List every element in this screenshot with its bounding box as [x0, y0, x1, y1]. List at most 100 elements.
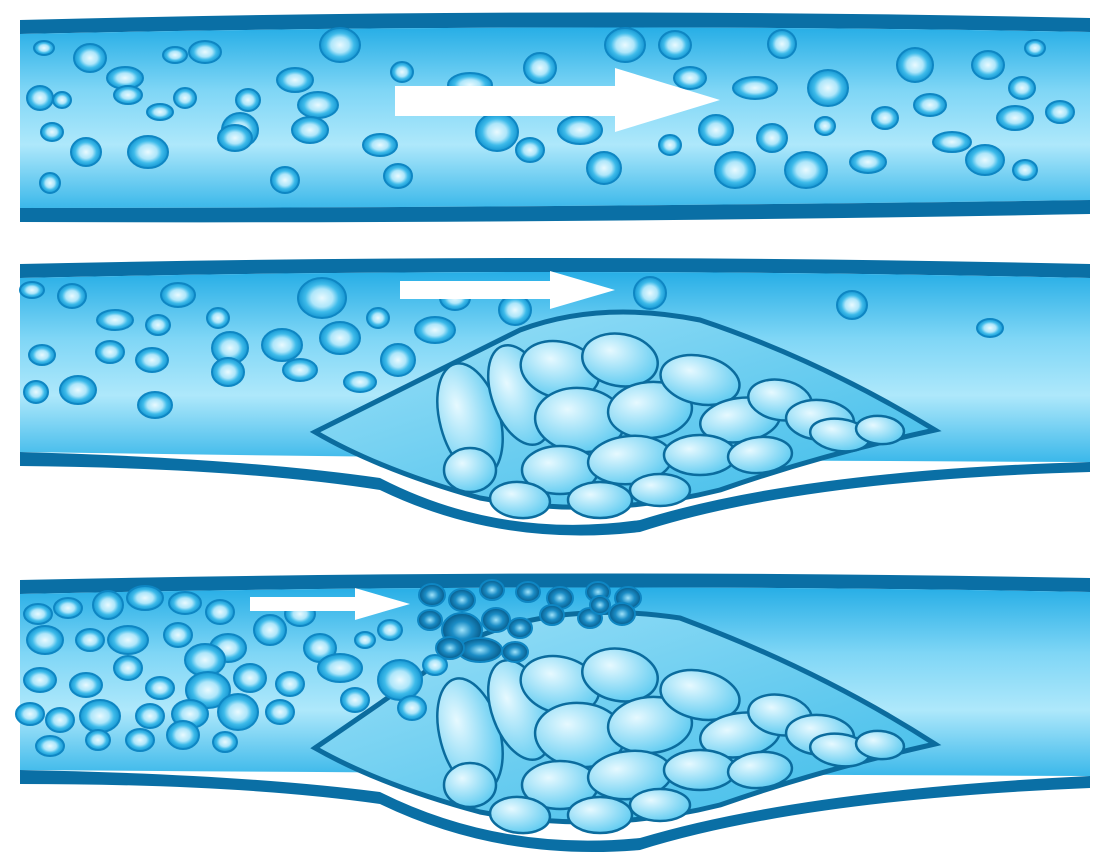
blood-cell: [415, 317, 455, 343]
panel-vessel-with-plaque: [20, 258, 1090, 535]
blood-cell: [292, 117, 328, 143]
blood-cell: [24, 604, 52, 624]
clot-cell: [482, 608, 510, 632]
panel-healthy-vessel: [20, 12, 1090, 222]
plaque-cell: [444, 448, 496, 492]
clot-cell: [418, 610, 442, 630]
blood-cell: [378, 660, 422, 700]
blood-cell: [266, 700, 294, 724]
clot-cell: [480, 580, 504, 600]
blood-cell: [189, 41, 221, 63]
blood-cell: [36, 736, 64, 756]
blood-cell: [34, 41, 54, 55]
blood-cell: [298, 92, 338, 118]
plaque-cell: [664, 750, 736, 790]
blood-cell: [378, 620, 402, 640]
blood-cell: [71, 138, 101, 166]
blood-cell: [320, 28, 360, 62]
blood-cell: [355, 632, 375, 648]
blood-cell: [674, 67, 706, 89]
blood-cell: [27, 86, 53, 110]
blood-cell: [850, 151, 886, 173]
blood-cell: [212, 358, 244, 386]
blood-cell: [169, 592, 201, 614]
blood-cell: [381, 344, 415, 376]
blood-cell: [128, 136, 168, 168]
blood-cell: [163, 47, 187, 63]
blood-cell: [320, 322, 360, 354]
panel-vessel-with-clot: [16, 573, 1090, 852]
blood-cell: [114, 656, 142, 680]
blood-cell: [46, 708, 74, 732]
blood-cell: [715, 152, 755, 188]
clot-cell: [516, 582, 540, 602]
blood-cell: [262, 329, 302, 361]
clot-cell: [449, 589, 475, 611]
blood-cell: [234, 664, 266, 692]
blood-cell: [277, 68, 313, 92]
blood-cell: [785, 152, 827, 188]
blood-cell: [254, 615, 286, 645]
blood-cell: [768, 30, 796, 58]
blood-cell: [74, 44, 106, 72]
blood-cell: [93, 591, 123, 619]
blood-cell: [384, 164, 412, 188]
blood-cell: [16, 703, 44, 725]
plaque-cell: [568, 482, 632, 518]
blood-cell: [605, 28, 645, 62]
blood-cell: [897, 48, 933, 82]
blood-cell: [114, 86, 142, 104]
blood-cell: [872, 107, 898, 129]
clot-cell: [436, 637, 464, 659]
blood-cell: [161, 283, 195, 307]
blood-cell: [933, 132, 971, 152]
blood-cell: [524, 53, 556, 83]
plaque-cell: [444, 763, 496, 807]
blood-cell: [1013, 160, 1037, 180]
blood-cell: [914, 94, 946, 116]
plaque-cell: [568, 797, 632, 833]
blood-cell: [147, 104, 173, 120]
blood-cell: [476, 113, 518, 151]
plaque-cell: [664, 435, 736, 475]
clot-cell: [540, 605, 564, 625]
blood-cell: [344, 372, 376, 392]
blood-cell: [136, 348, 168, 372]
blood-cell: [1009, 77, 1035, 99]
blood-cell: [76, 629, 104, 651]
plaque-cell: [630, 789, 690, 821]
blood-cell: [363, 134, 397, 156]
blood-cell: [659, 31, 691, 59]
blood-cell: [174, 88, 196, 108]
blood-cell: [97, 310, 133, 330]
blood-cell: [108, 626, 148, 654]
blood-cell: [146, 677, 174, 699]
blood-cell: [207, 308, 229, 328]
blood-cell: [218, 125, 252, 151]
blood-cell: [70, 673, 102, 697]
blood-cell: [966, 145, 1004, 175]
blood-cell: [837, 291, 867, 319]
clot-cell: [502, 642, 528, 662]
clot-cell: [508, 618, 532, 638]
blood-cell: [126, 729, 154, 751]
blood-cell: [398, 696, 426, 720]
blood-cell: [318, 654, 362, 682]
blood-cell: [40, 173, 60, 193]
blood-cell: [54, 598, 82, 618]
clot-cell: [419, 584, 445, 606]
blood-cell: [41, 123, 63, 141]
blood-cell: [24, 381, 48, 403]
blood-cell: [53, 92, 71, 108]
blood-cell: [138, 392, 172, 418]
blood-cell: [997, 106, 1033, 130]
blood-cell: [283, 359, 317, 381]
blood-cell: [80, 700, 120, 732]
blood-cell: [699, 115, 733, 145]
blood-cell: [127, 586, 163, 610]
clot-cell: [609, 603, 635, 625]
blood-cell: [213, 732, 237, 752]
blood-cell: [367, 308, 389, 328]
blood-cell: [341, 688, 369, 712]
blood-cell: [808, 70, 848, 106]
